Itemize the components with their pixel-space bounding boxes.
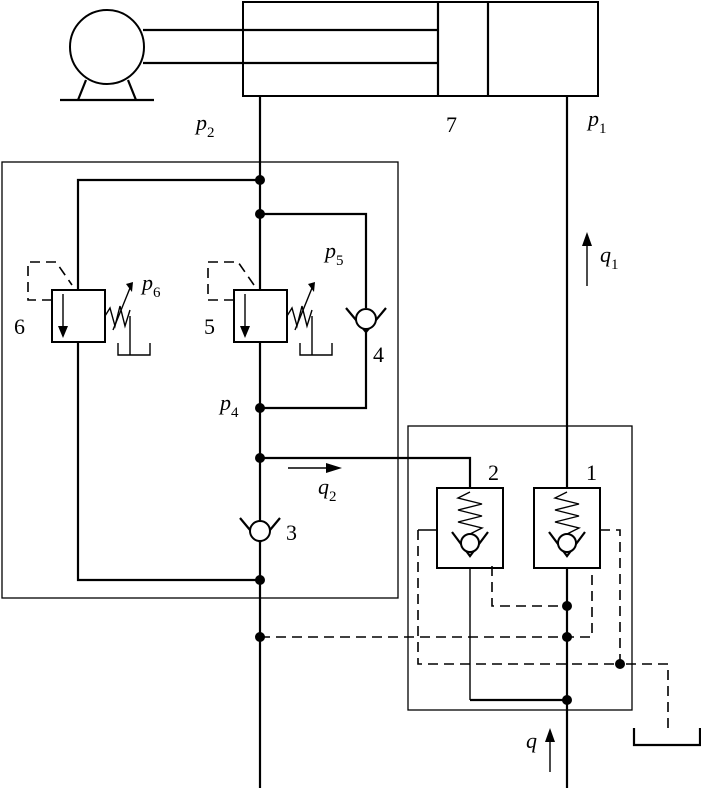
relief-valve-6 xyxy=(27,261,151,356)
label-p5: p5 xyxy=(323,238,344,269)
junction-dots xyxy=(255,175,625,705)
label-4: 4 xyxy=(373,342,384,367)
label-5: 5 xyxy=(204,314,215,339)
label-6: 6 xyxy=(14,314,25,339)
hydraulic-cylinder-7 xyxy=(143,1,599,97)
check-valve-4 xyxy=(345,307,387,334)
label-q1: q1 xyxy=(600,242,619,273)
label-1: 1 xyxy=(586,460,597,485)
flow-arrow-q1 xyxy=(582,232,592,286)
label-q: q xyxy=(526,728,537,753)
pilot-check-valve-1 xyxy=(533,487,601,569)
valve-block-boundary-right xyxy=(407,425,633,711)
label-2: 2 xyxy=(488,460,499,485)
motor-symbol xyxy=(60,9,154,102)
pilot-check-valve-2 xyxy=(418,487,504,700)
label-p1: p1 xyxy=(586,106,607,137)
flow-arrow-q xyxy=(545,728,555,772)
label-p6: p6 xyxy=(140,270,161,301)
label-7: 7 xyxy=(446,112,457,137)
label-p4: p4 xyxy=(218,390,239,421)
label-p2: p2 xyxy=(194,110,215,141)
label-q2: q2 xyxy=(318,474,337,505)
flow-arrow-q2 xyxy=(288,463,342,473)
check-valve-3 xyxy=(239,517,281,544)
tank-symbol xyxy=(632,728,701,747)
relief-valve-5 xyxy=(207,261,333,356)
valve-block-boundary-left xyxy=(1,161,399,599)
label-3: 3 xyxy=(286,520,297,545)
